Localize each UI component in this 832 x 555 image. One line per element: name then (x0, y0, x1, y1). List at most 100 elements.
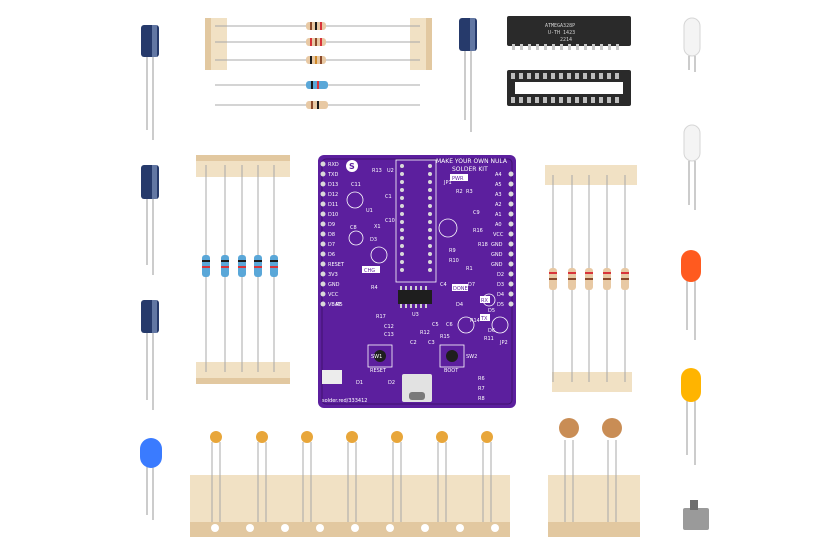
pin-label: VBAT (328, 302, 342, 308)
pin-label: TXD (327, 172, 338, 178)
ref-label: SW1 (371, 354, 382, 360)
status-badge: CHG (364, 268, 375, 274)
ref-label: R4 (371, 285, 378, 291)
ref-label: R16 (473, 228, 483, 234)
ref-label: C3 (428, 340, 435, 346)
mcu-footprint (395, 159, 437, 283)
ref-label: C11 (351, 182, 361, 188)
button-label: BOOT (444, 368, 459, 374)
button-label: RESET (370, 368, 387, 374)
pin-label: A1 (495, 212, 502, 218)
component-footprints (346, 191, 509, 334)
pin-label: GND (491, 252, 503, 258)
pcb-title-line2: SOLDER KIT (452, 166, 488, 173)
pin-header-left: RXD TXD D13 D12 D11 D10 D9 D8 D7 D6 RESE… (320, 161, 345, 308)
chip-marking-2: U-TH 1423 (548, 30, 575, 36)
pin-label: GND (491, 262, 503, 268)
pin-label: A4 (495, 172, 502, 178)
pin-label: D13 (328, 182, 338, 188)
led-white-1 (683, 17, 701, 72)
disc-capacitor-strip (548, 418, 640, 537)
electrolytic-capacitor-3 (141, 300, 159, 410)
ref-label: D7 (468, 282, 475, 288)
led-red (681, 250, 701, 340)
battery-connector (322, 370, 342, 384)
ref-label: R8 (478, 396, 485, 402)
ref-label: C13 (384, 332, 394, 338)
pin-label: D11 (328, 202, 338, 208)
resistor-strip-right (545, 165, 637, 392)
ref-label: R15 (440, 334, 450, 340)
ref-label: R9 (449, 248, 456, 254)
svg-text:S: S (349, 162, 355, 171)
ref-label: U3 (412, 312, 419, 318)
ref-label: R14 (470, 318, 480, 324)
ref-label: D4 (456, 302, 463, 308)
ceramic-capacitor-strip (190, 431, 510, 537)
smd-chip (398, 286, 432, 308)
ref-label: C10 (385, 218, 395, 224)
electrolytic-capacitor-4 (459, 18, 477, 132)
microcontroller-chip: ATMEGA328P U-TH 1423 2214 (507, 16, 631, 50)
pin-label: D12 (328, 192, 338, 198)
pin-label: D4 (497, 292, 504, 298)
status-badge: PWR (452, 176, 464, 182)
ref-label: U2 (387, 168, 394, 174)
led-yellow (681, 368, 701, 465)
status-badge: TX (480, 316, 488, 322)
chip-marking-3: 2214 (560, 37, 572, 43)
ref-label: X1 (374, 224, 381, 230)
pin-label: D2 (497, 272, 504, 278)
ref-label: R13 (372, 168, 382, 174)
ref-label: D3 (370, 237, 377, 243)
pin-header-right: A4 A5 A3 A2 A1 A0 VCC GND GND GND D2 D3 … (491, 171, 514, 308)
ref-label: D1 (356, 380, 363, 386)
pcb-title-line1: MAKE YOUR OWN NULA (436, 158, 508, 165)
resistor-strip-top (205, 18, 432, 70)
pin-label: RXD (328, 162, 339, 168)
pin-label: A3 (495, 192, 502, 198)
ref-label: R5 (336, 302, 343, 308)
boot-button-footprint: BOOT (439, 344, 465, 374)
ref-label: C9 (473, 210, 480, 216)
ref-label: D6 (488, 328, 495, 334)
pin-label: A2 (495, 202, 502, 208)
brand-logo-icon: S (346, 160, 358, 172)
pin-label: VCC (328, 292, 339, 298)
pin-label: A5 (495, 182, 502, 188)
status-badges: PWR CHG DONE RX TX (362, 174, 490, 322)
ref-label: C1 (385, 194, 392, 200)
ref-label: R11 (484, 336, 494, 342)
ic-socket (507, 70, 631, 106)
ref-label: D2 (388, 380, 395, 386)
ref-label: C5 (432, 322, 439, 328)
pin-label: D5 (497, 302, 504, 308)
led-blue (140, 438, 162, 520)
ref-label: U1 (366, 208, 373, 214)
pin-label: A0 (495, 222, 502, 228)
pin-label: D7 (328, 242, 335, 248)
pin-label: D10 (328, 212, 338, 218)
pin-label: 3V3 (328, 272, 338, 278)
ref-label: C12 (384, 324, 394, 330)
ref-label: C2 (410, 340, 417, 346)
pin-label: D3 (497, 282, 504, 288)
loose-resistors-top (215, 81, 420, 109)
electrolytic-capacitor-2 (141, 165, 159, 275)
pin-label: VCC (493, 232, 504, 238)
reset-button-footprint: RESET (367, 344, 393, 374)
ref-label: R12 (420, 330, 430, 336)
pin-label: GND (491, 242, 503, 248)
pin-label: GND (328, 282, 340, 288)
slide-switch (683, 500, 709, 530)
pcb-board: S MAKE YOUR OWN NULA SOLDER KIT RXD TXD … (318, 155, 516, 408)
status-badge: DONE (453, 286, 468, 292)
ref-label: C8 (350, 225, 357, 231)
ref-label: R18 (478, 242, 488, 248)
pin-label: RESET (328, 262, 345, 268)
ref-label: SW2 (466, 354, 477, 360)
ref-label: R2 (456, 189, 463, 195)
pcb-url: solder.red/333412 (322, 398, 367, 404)
ref-label: R7 (478, 386, 485, 392)
